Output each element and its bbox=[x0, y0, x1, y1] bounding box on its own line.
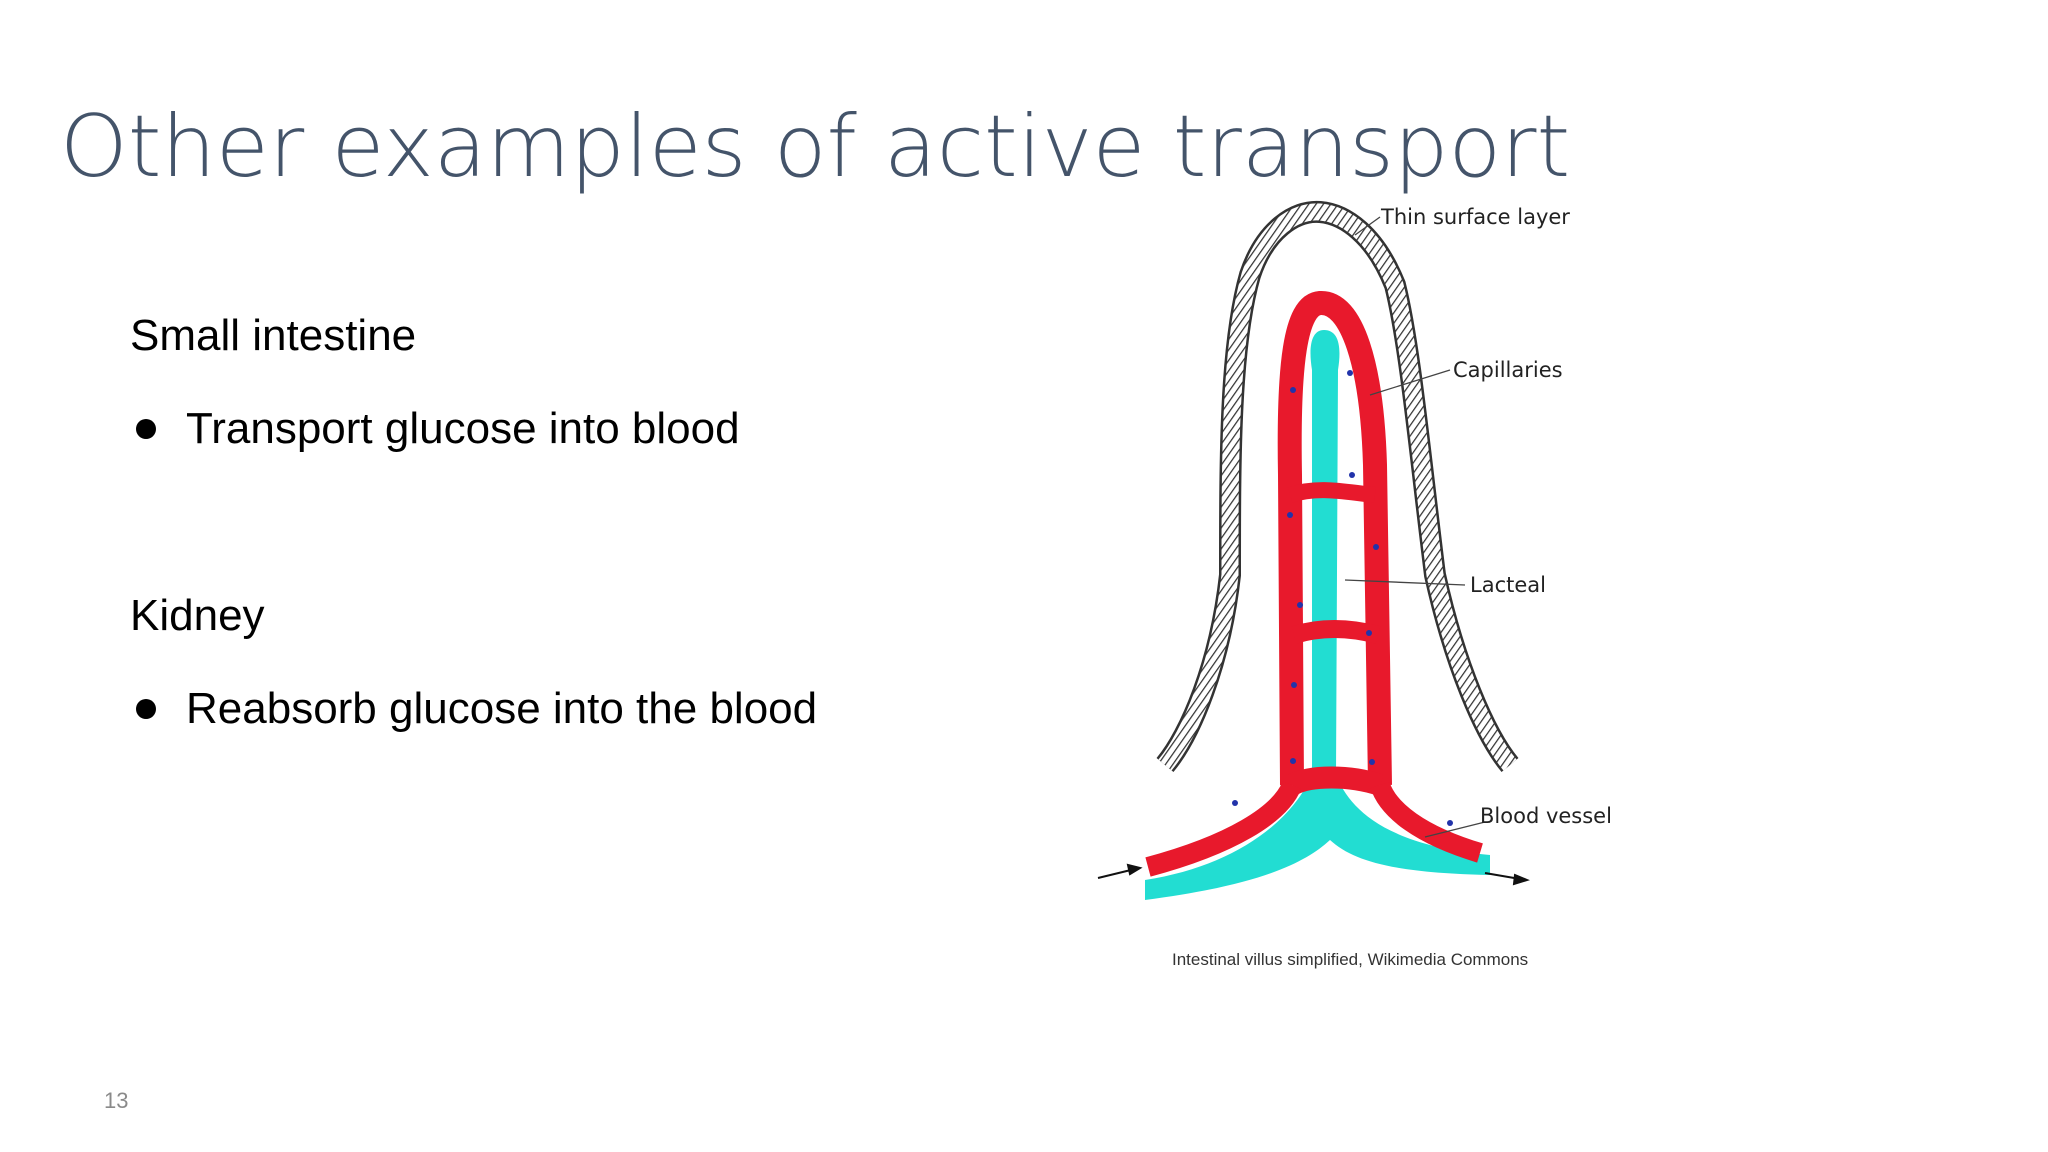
page-number: 13 bbox=[104, 1088, 129, 1113]
section-heading-kidney: Kidney bbox=[130, 591, 265, 640]
label-blood-vessel: Blood vessel bbox=[1480, 804, 1612, 828]
figure-caption: Intestinal villus simplified, Wikimedia … bbox=[1172, 950, 1529, 969]
intestinal-villus-diagram: Thin surface layer Capillaries Lacteal B… bbox=[1097, 200, 1612, 900]
bullet-kidney: Reabsorb glucose into the blood bbox=[130, 683, 817, 736]
leader-lines bbox=[1344, 216, 1486, 838]
lacteal-shape bbox=[1145, 330, 1490, 900]
label-thin-surface-layer: Thin surface layer bbox=[1380, 205, 1570, 229]
capillary-dots bbox=[1232, 370, 1453, 826]
label-lacteal: Lacteal bbox=[1470, 573, 1546, 597]
bullet-icon bbox=[136, 419, 156, 440]
section-heading-small-intestine: Small intestine bbox=[130, 311, 417, 360]
slide-title: Other examples of active transport bbox=[60, 97, 1571, 197]
bullet-small-intestine: Transport glucose into blood bbox=[130, 403, 740, 456]
flow-arrows bbox=[1097, 863, 1530, 886]
label-capillaries: Capillaries bbox=[1453, 358, 1563, 382]
bullet-text: Reabsorb glucose into the blood bbox=[186, 684, 818, 733]
bullet-text: Transport glucose into blood bbox=[186, 404, 740, 453]
bullet-icon bbox=[136, 699, 156, 720]
